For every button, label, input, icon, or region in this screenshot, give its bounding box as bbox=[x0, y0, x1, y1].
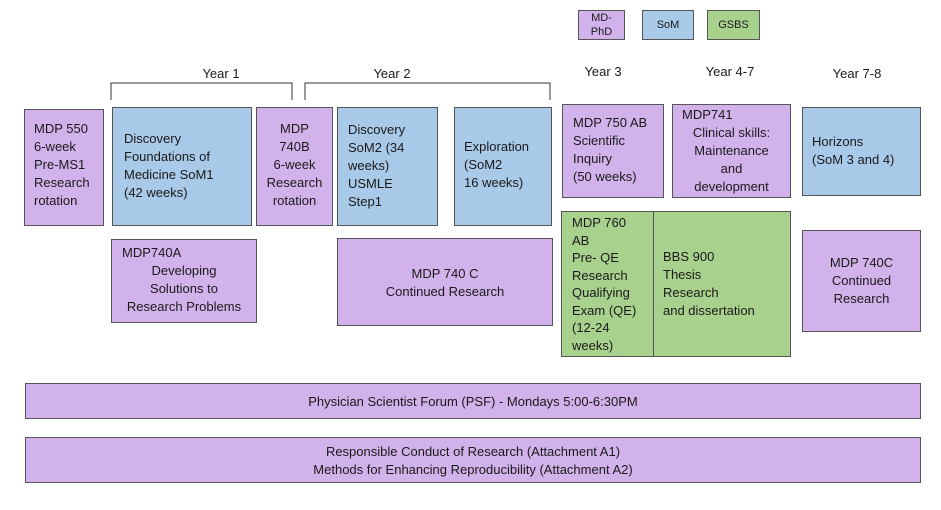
text-line: Developing bbox=[151, 263, 217, 278]
text-line: Research bbox=[663, 285, 719, 300]
text-line: AB bbox=[572, 232, 590, 248]
psf-text: Physician Scientist Forum (PSF) - Monday… bbox=[308, 394, 638, 409]
year-4-7-label: Year 4-7 bbox=[705, 64, 755, 79]
text-line: 740B bbox=[279, 139, 310, 154]
text-line: Solutions to bbox=[150, 281, 218, 296]
text-line: MDP bbox=[280, 121, 309, 136]
text-line: Qualifying bbox=[572, 285, 630, 300]
mdp-740b-box: MDP 740B 6-week Research rotation bbox=[256, 107, 333, 226]
text-line: (50 weeks) bbox=[573, 169, 637, 184]
mdp-750-ab-box: MDP 750 AB Scientific Inquiry (50 weeks) bbox=[562, 104, 664, 198]
text-line: Research Problems bbox=[126, 299, 242, 314]
discovery-foundations-box: Discovery Foundations of Medicine SoM1 (… bbox=[112, 107, 252, 226]
text-line: (12-24 bbox=[572, 320, 610, 335]
text-line: weeks) bbox=[348, 158, 390, 173]
text-line: (42 weeks) bbox=[124, 185, 188, 200]
text-line: MDP 760 bbox=[572, 215, 626, 230]
rcr-bar: Responsible Conduct of Research (Attachm… bbox=[25, 437, 921, 483]
text-line: USMLE bbox=[348, 176, 393, 191]
text-line: SoM2 (34 bbox=[348, 140, 405, 155]
year-7-8-label: Year 7-8 bbox=[832, 66, 882, 81]
year-braces bbox=[110, 82, 551, 100]
text-line: rotation bbox=[272, 193, 317, 208]
text-line: Horizons bbox=[812, 134, 864, 149]
year-2-label: Year 2 bbox=[373, 66, 411, 81]
rcr-line-1: Responsible Conduct of Research (Attachm… bbox=[325, 444, 621, 459]
text-line: 16 weeks) bbox=[464, 175, 524, 190]
horizons-box: Horizons (SoM 3 and 4) bbox=[802, 107, 921, 196]
text-line: MDP 740C bbox=[829, 255, 894, 270]
text-line: Foundations of bbox=[124, 149, 211, 164]
text-line: Research bbox=[833, 291, 890, 306]
text-line: MDP740A bbox=[122, 245, 182, 260]
text-line: MDP741 bbox=[682, 107, 733, 122]
text-line: Pre-MS1 bbox=[34, 157, 86, 172]
year-1-label: Year 1 bbox=[202, 66, 240, 81]
year-2-brace bbox=[304, 82, 551, 100]
text-line: 6-week bbox=[34, 139, 76, 154]
text-line: development bbox=[694, 179, 769, 194]
text-line: weeks) bbox=[572, 337, 614, 353]
text-line: and dissertation bbox=[663, 303, 755, 318]
text-line: Continued Research bbox=[385, 284, 505, 299]
mdp-740a-box: MDP740A Developing Solutions to Research… bbox=[111, 239, 257, 323]
discovery-som2-box: Discovery SoM2 (34 weeks) USMLE Step1 bbox=[337, 107, 438, 226]
mdp-740c-continued-research-box: MDP 740 C Continued Research bbox=[337, 238, 553, 326]
text-line: rotation bbox=[34, 193, 78, 208]
text-line: Scientific bbox=[573, 133, 626, 148]
text-line: Maintenance bbox=[694, 143, 769, 158]
text-line: BBS 900 bbox=[663, 249, 715, 264]
text-line: 6-week bbox=[273, 157, 316, 172]
text-line: Pre- QE bbox=[572, 250, 619, 265]
text-line: Exploration bbox=[464, 139, 530, 154]
mdp-550-box: MDP 550 6-week Pre-MS1 Research rotation bbox=[24, 109, 104, 226]
text-line: MDP 740 C bbox=[411, 266, 479, 281]
text-line: (SoM 3 and 4) bbox=[812, 152, 895, 167]
text-line: Inquiry bbox=[573, 151, 613, 166]
bbs-900-box: BBS 900 Thesis Research and dissertation bbox=[653, 211, 791, 357]
text-line: and bbox=[720, 161, 743, 176]
text-line: Research bbox=[34, 175, 90, 190]
text-line: Clinical skills: bbox=[692, 125, 771, 140]
text-line: Research bbox=[572, 267, 628, 283]
text-line: (SoM2 bbox=[464, 157, 503, 172]
exploration-box: Exploration (SoM2 16 weeks) bbox=[454, 107, 552, 226]
year-3-label: Year 3 bbox=[584, 64, 622, 79]
text-line: Research bbox=[266, 175, 323, 190]
text-line: Step1 bbox=[348, 194, 382, 209]
text-line: Continued bbox=[831, 273, 892, 288]
text-line: MDP 550 bbox=[34, 121, 88, 136]
mdp-740c-box-right: MDP 740C Continued Research bbox=[802, 230, 921, 332]
text-line: Medicine SoM1 bbox=[124, 167, 214, 182]
mdp-741-box: MDP741 Clinical skills: Maintenance and … bbox=[672, 104, 791, 198]
text-line: Exam (QE) bbox=[572, 302, 637, 318]
mdp-760-ab-box: MDP 760 AB Pre- QE Research Qualifying E… bbox=[561, 211, 654, 357]
text-line: Thesis bbox=[663, 267, 702, 282]
text-line: Discovery bbox=[124, 131, 182, 146]
legend-som: SoM bbox=[642, 10, 694, 40]
year-1-brace bbox=[110, 82, 293, 100]
psf-bar: Physician Scientist Forum (PSF) - Monday… bbox=[25, 383, 921, 419]
legend-gsbs: GSBS bbox=[707, 10, 760, 40]
legend-md-phd: MD- PhD bbox=[578, 10, 625, 40]
text-line: Discovery bbox=[348, 122, 406, 137]
text-line: MDP 750 AB bbox=[573, 115, 648, 130]
rcr-line-2: Methods for Enhancing Reproducibility (A… bbox=[313, 462, 633, 477]
